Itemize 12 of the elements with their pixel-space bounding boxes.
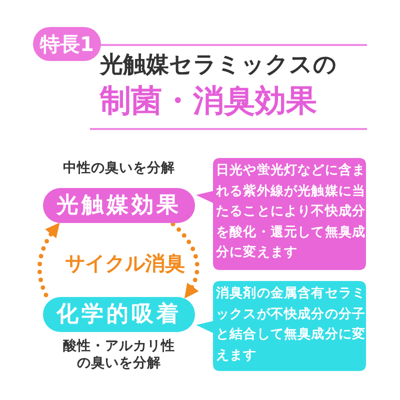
caption-text: 酸性・アルカリ性の臭いを分解 — [62, 338, 176, 372]
title-text: 光触媒セラミックスの — [100, 51, 338, 80]
effect-pill: 化学的吸着 — [43, 297, 195, 332]
title-text: 制菌・消臭効果 — [100, 83, 318, 119]
caption-text: 中性の臭いを分解 — [62, 160, 176, 177]
cycle-arrow — [37, 222, 60, 298]
feature-badge: 特長1 — [33, 27, 101, 61]
effect-pill: 光触媒効果 — [43, 188, 195, 223]
cycle-arrow — [170, 222, 200, 299]
cycle-label: サイクル消臭 — [64, 250, 186, 276]
speech-bubble: 日光や蛍光灯などに含まれる紫外線が光触媒に当たることにより不快成分を酸化・還元して無臭成分に変えます — [196, 158, 366, 270]
speech-bubble: 消臭剤の金属含有セラミックスが不快成分の分子と結合して無臭成分に変えます — [196, 281, 366, 371]
